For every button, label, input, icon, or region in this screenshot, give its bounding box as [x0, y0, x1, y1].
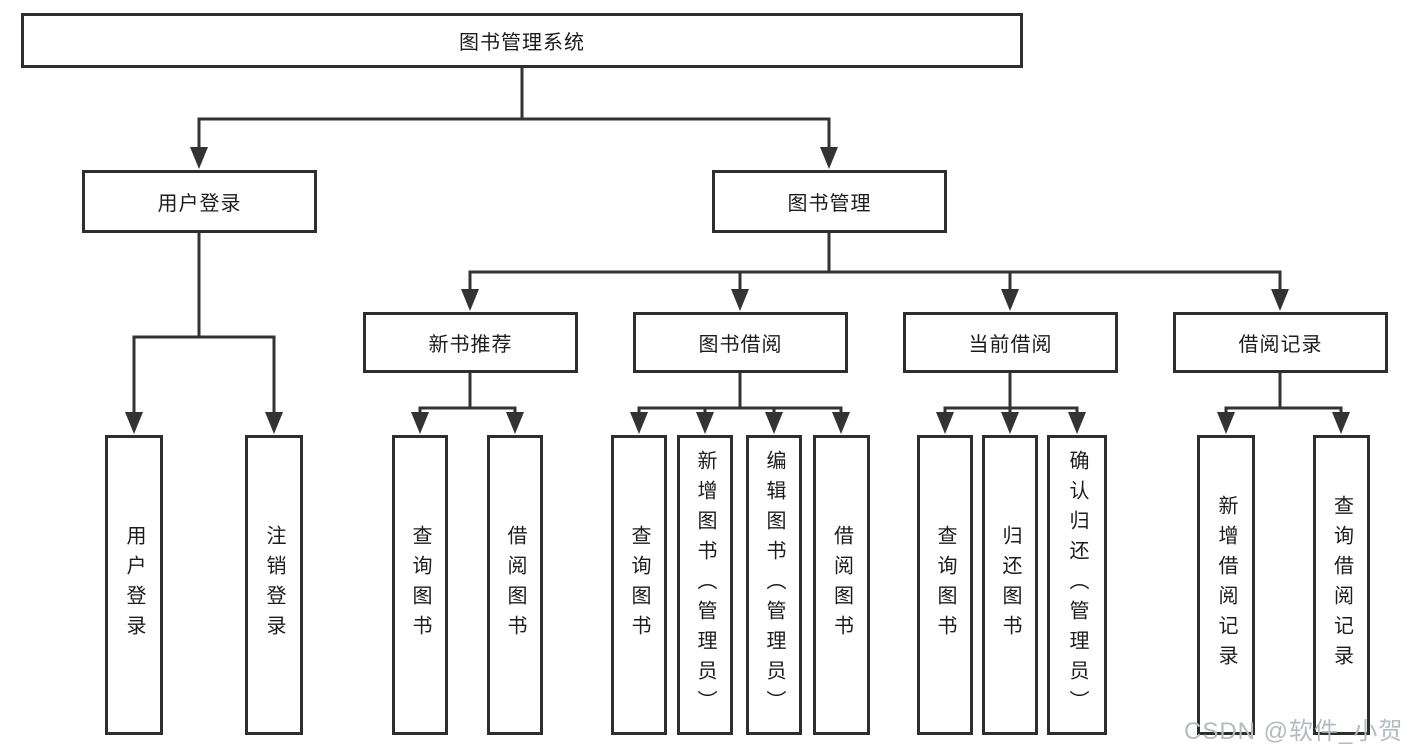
node-label: 借阅图书	[830, 525, 853, 645]
node-book-management-group: 图书管理	[712, 170, 947, 233]
node-user-login-group: 用户登录	[82, 170, 317, 233]
node-label: 归还图书	[999, 525, 1021, 645]
node-root: 图书管理系统	[21, 13, 1023, 68]
node-leaf-user-login: 用户登录	[105, 435, 163, 735]
arrowheads	[125, 147, 1350, 434]
node-label: 查询借阅记录	[1330, 495, 1353, 675]
node-leaf-add-books-admin: 新增图书（管理员）	[677, 435, 733, 735]
node-leaf-borrow-books-recommend: 借阅图书	[487, 435, 543, 735]
node-leaf-confirm-return-admin: 确认归还（管理员）	[1047, 435, 1107, 735]
node-label: 用户登录	[123, 525, 145, 645]
node-leaf-query-borrow-record: 查询借阅记录	[1313, 435, 1370, 735]
node-root-label: 图书管理系统	[459, 32, 585, 54]
node-borrow-records: 借阅记录	[1173, 312, 1388, 373]
node-label: 查询图书	[628, 525, 650, 645]
node-label: 新增借阅记录	[1215, 495, 1237, 675]
node-leaf-add-borrow-record: 新增借阅记录	[1197, 435, 1255, 735]
node-leaf-query-books-borrow: 查询图书	[611, 435, 667, 735]
node-label: 注销登录	[263, 525, 285, 645]
node-label: 用户登录	[157, 193, 242, 215]
node-leaf-logout: 注销登录	[245, 435, 303, 735]
node-label: 编辑图书（管理员）	[763, 450, 785, 720]
node-label: 确认归还（管理员）	[1066, 450, 1088, 720]
node-label: 图书管理	[787, 193, 872, 215]
node-label: 查询图书	[934, 525, 956, 645]
node-leaf-return-books: 归还图书	[982, 435, 1038, 735]
node-leaf-query-books-recommend: 查询图书	[392, 435, 448, 735]
node-label: 查询图书	[409, 525, 431, 645]
node-leaf-query-books-current: 查询图书	[917, 435, 973, 735]
node-new-book-recommend: 新书推荐	[363, 312, 578, 373]
node-label: 借阅图书	[504, 525, 526, 645]
node-leaf-borrow-books: 借阅图书	[813, 435, 870, 735]
node-current-borrow: 当前借阅	[903, 312, 1118, 373]
node-label: 图书借阅	[698, 334, 783, 356]
node-book-borrow: 图书借阅	[633, 312, 848, 373]
node-label: 新书推荐	[428, 334, 513, 356]
node-label: 新增图书（管理员）	[694, 450, 716, 720]
node-label: 当前借阅	[968, 334, 1053, 356]
csdn-watermark: CSDN @软件_小贺同学	[1184, 718, 1405, 745]
node-label: 借阅记录	[1238, 334, 1323, 356]
node-leaf-edit-books-admin: 编辑图书（管理员）	[746, 435, 802, 735]
